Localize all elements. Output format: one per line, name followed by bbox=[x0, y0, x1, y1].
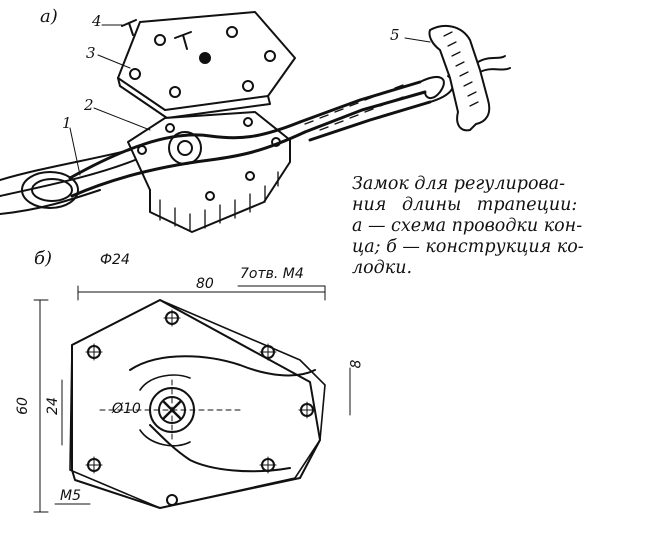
callout-2: 2 bbox=[84, 96, 94, 114]
dim-inner-24: 24 bbox=[44, 397, 61, 415]
caption-line: а — схема проводки кон- bbox=[352, 216, 583, 236]
dim-bore-10: Ø10 bbox=[112, 401, 141, 417]
dimension-lines bbox=[33, 285, 351, 513]
label-a: а) bbox=[40, 6, 58, 27]
callout-3: 3 bbox=[86, 44, 96, 62]
screws bbox=[121, 19, 192, 50]
label-b: б) bbox=[34, 248, 53, 269]
dim-height-60: 60 bbox=[14, 397, 31, 415]
caption-line: ца; б — конструкция ко- bbox=[352, 237, 584, 257]
callout-5: 5 bbox=[390, 26, 400, 44]
rope bbox=[0, 55, 511, 215]
caption-line: лодки. bbox=[352, 258, 413, 278]
dim-width-80: 80 bbox=[196, 276, 214, 292]
figure-caption: Замок для регулирова- ния длины трапеции… bbox=[352, 174, 644, 279]
dim-thread-m5: М5 bbox=[60, 488, 81, 504]
plate-drawing bbox=[69, 299, 326, 509]
handle bbox=[428, 24, 491, 132]
callout-4: 4 bbox=[92, 12, 102, 30]
dim-holes: 7отв. М4 bbox=[240, 266, 304, 282]
dim-side-8: 8 bbox=[348, 359, 365, 369]
caption-line: ния длины трапеции: bbox=[352, 195, 578, 215]
callout-1: 1 bbox=[62, 114, 72, 132]
lock-body bbox=[127, 111, 291, 233]
leaders bbox=[69, 24, 431, 176]
caption-line: Замок для регулирова- bbox=[352, 174, 566, 194]
dim-diameter-24: Ф24 bbox=[100, 252, 130, 268]
cover-plate bbox=[117, 11, 296, 119]
